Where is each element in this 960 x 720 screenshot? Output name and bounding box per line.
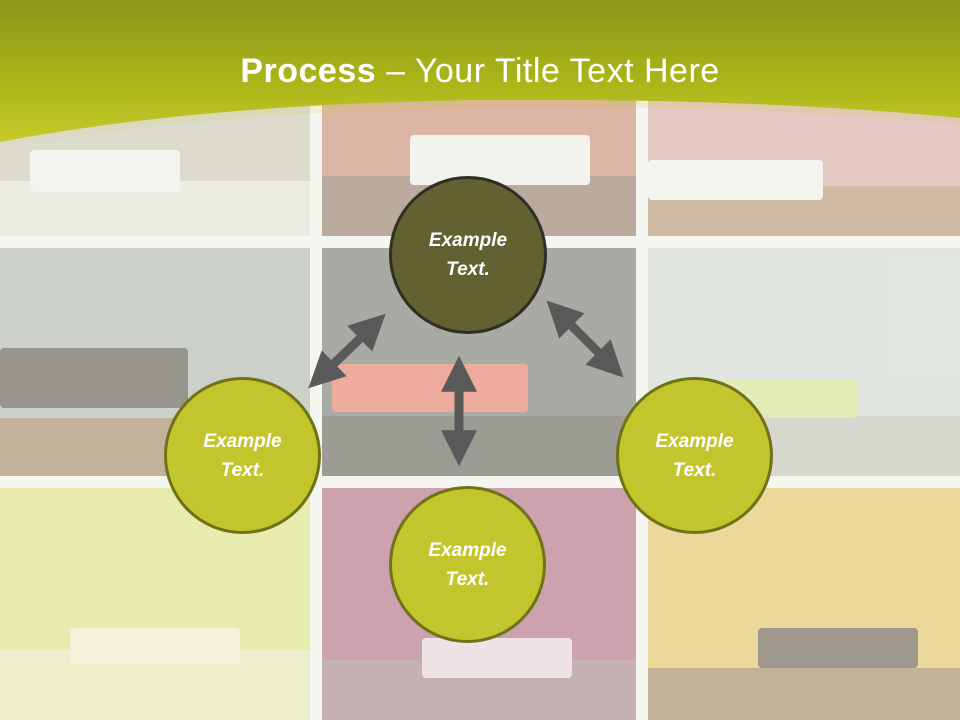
arrow-top-left xyxy=(308,313,386,389)
node-top: Example Text. xyxy=(389,176,547,334)
node-left: Example Text. xyxy=(164,377,321,534)
node-left-line2: Text. xyxy=(220,459,265,481)
node-right-line2: Text. xyxy=(672,459,717,481)
node-right: Example Text. xyxy=(616,377,773,534)
title-separator: – xyxy=(376,52,415,90)
title-bold: Process xyxy=(240,52,377,90)
title-band xyxy=(0,0,960,150)
node-top-line1: Example xyxy=(428,230,508,251)
node-bottom: Example Text. xyxy=(389,486,546,643)
slide-title: Process – Your Title Text Here xyxy=(0,52,960,91)
node-top-line2: Text. xyxy=(446,259,490,280)
node-bottom-line2: Text. xyxy=(445,568,490,590)
node-left-line1: Example xyxy=(203,430,282,452)
node-bottom-line1: Example xyxy=(428,539,507,561)
node-right-line1: Example xyxy=(655,430,734,452)
arrow-top-right xyxy=(546,300,624,378)
title-rest: Your Title Text Here xyxy=(414,52,720,90)
